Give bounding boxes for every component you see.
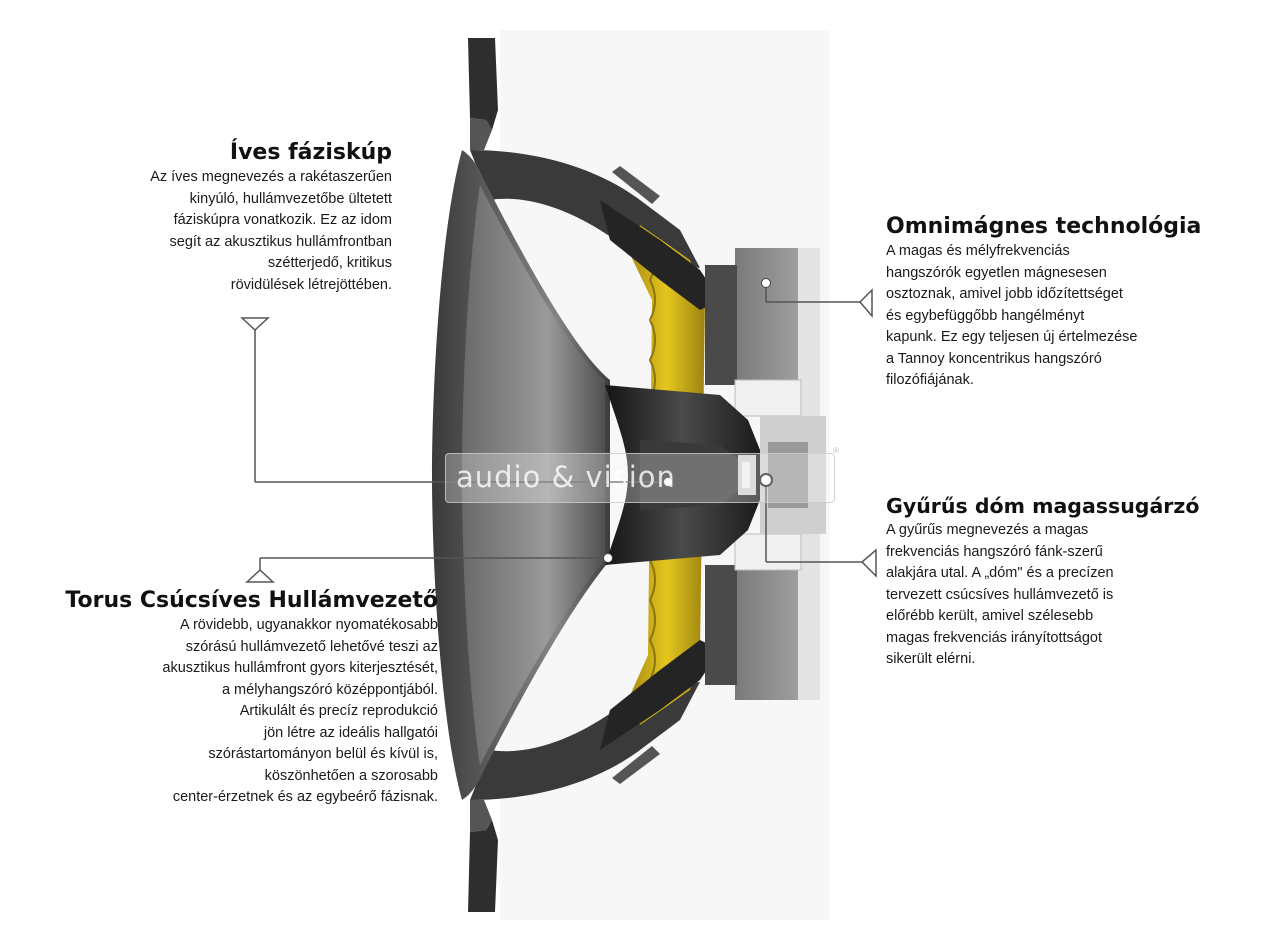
callout-ives-faziskup: Íves fáziskúp Az íves megnevezés a rakét… (60, 140, 392, 296)
inner-support-bottom (600, 640, 720, 750)
dot-torus (603, 553, 613, 563)
horn-inner-surface (462, 185, 605, 765)
leader-dots (603, 278, 773, 563)
magnet-assembly (705, 248, 826, 700)
tweeter-throat (640, 440, 745, 510)
callout-title: Torus Csúcsíves Hullámvezető (65, 588, 438, 613)
dot-omnimagnes (761, 278, 771, 288)
dot-ives-faziskup (663, 477, 673, 487)
frame-rim (468, 38, 498, 912)
watermark-text: audio & vision (456, 460, 676, 494)
registered-mark: ® (833, 446, 839, 455)
callout-body: A gyűrűs megnevezés a magas frekvenciás … (886, 522, 1114, 667)
callout-body: A magas és mélyfrekvenciás hangszórók eg… (886, 243, 1138, 388)
leader-lines (240, 283, 877, 583)
callout-body: A rövidebb, ugyanakkor nyomatékosabb szó… (162, 617, 438, 805)
dot-gyurus-dom (759, 473, 773, 487)
inner-support-top (600, 200, 720, 310)
callout-title: Íves fáziskúp (229, 140, 392, 165)
tweeter-dome-highlight (742, 462, 750, 488)
callout-body: Az íves megnevezés a rakétaszerűen kinyú… (150, 169, 392, 293)
watermark-box: audio & vision (445, 453, 835, 503)
callout-title: Gyűrűs dóm magassugárzó (886, 494, 1200, 518)
callout-gyurus-dom: Gyűrűs dóm magassugárzó A gyűrűs megneve… (886, 494, 1216, 671)
callout-omnimagnes: Omnimágnes technológia A magas és mélyfr… (886, 214, 1216, 392)
callout-torus: Torus Csúcsíves Hullámvezető A rövidebb,… (40, 588, 438, 809)
callout-title: Omnimágnes technológia (886, 214, 1202, 239)
